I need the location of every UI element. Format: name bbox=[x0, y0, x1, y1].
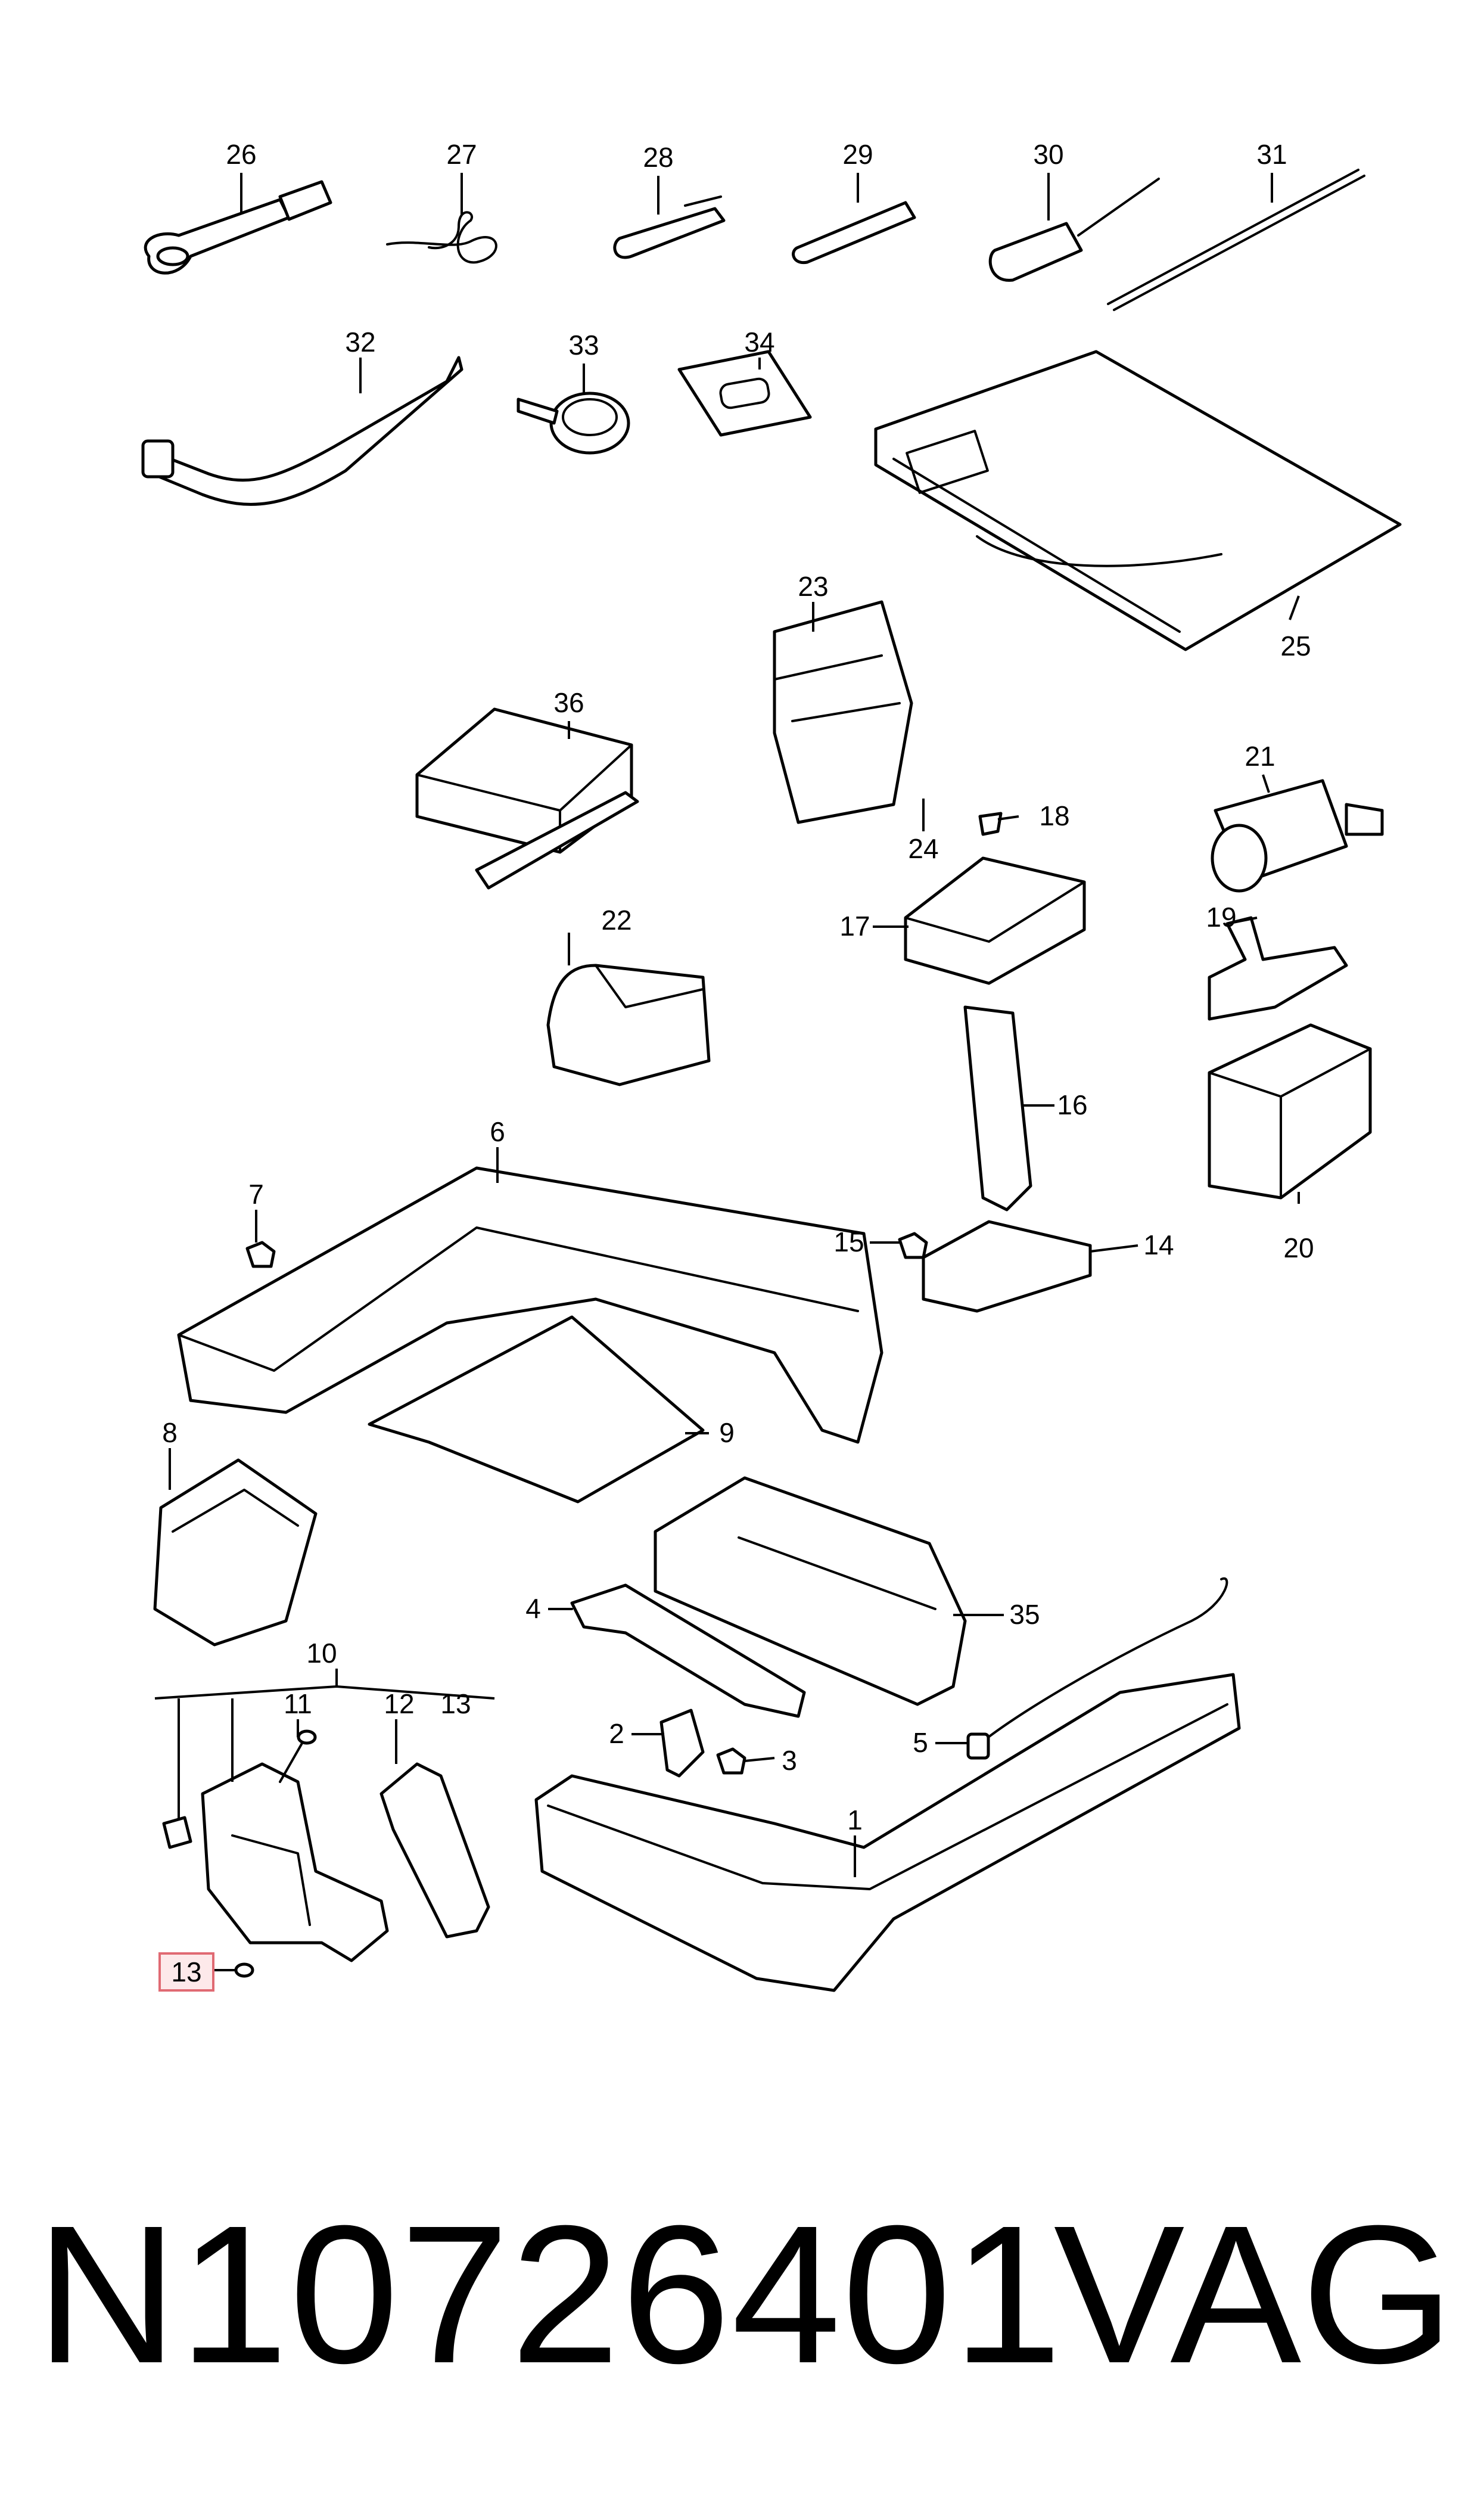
part-32-crank bbox=[141, 356, 463, 506]
part-18-clip bbox=[978, 812, 1003, 836]
highlighted-callout-box bbox=[158, 1952, 214, 1992]
callout-13-highlighted: 13 bbox=[171, 1956, 201, 1987]
callout-16: 16 bbox=[1057, 1089, 1087, 1120]
callout-30: 30 bbox=[1033, 139, 1063, 170]
callout-28: 28 bbox=[643, 142, 673, 173]
part-28-hook bbox=[613, 195, 726, 259]
part-15-nut bbox=[898, 1232, 928, 1259]
part-22-cover bbox=[546, 964, 711, 1086]
callout-5: 5 bbox=[913, 1727, 928, 1758]
callout-17: 17 bbox=[839, 911, 870, 942]
callout-24: 24 bbox=[908, 833, 938, 864]
part-1-tray bbox=[534, 1673, 1241, 1992]
brand-label: VAG bbox=[1053, 2184, 1454, 2404]
part-5-rod bbox=[966, 1577, 1228, 1760]
callout-35: 35 bbox=[1009, 1599, 1040, 1630]
callout-18: 18 bbox=[1039, 800, 1069, 831]
callout-7: 7 bbox=[248, 1179, 264, 1210]
callout-22: 22 bbox=[601, 905, 631, 936]
part-8-box bbox=[153, 1458, 318, 1647]
callout-15: 15 bbox=[833, 1226, 864, 1257]
part-19-bracket bbox=[1208, 916, 1348, 1021]
callout-labels: 26 27 28 29 30 31 32 33 34 23 25 36 24 1… bbox=[162, 139, 1314, 1987]
footer: N10726401 VAG bbox=[0, 2169, 1484, 2419]
part-7-nut bbox=[245, 1241, 276, 1268]
part-20-battery bbox=[1208, 1023, 1372, 1200]
part-25-tool-bag bbox=[874, 350, 1402, 651]
callout-2: 2 bbox=[609, 1718, 624, 1749]
callout-10: 10 bbox=[306, 1638, 337, 1669]
callout-8: 8 bbox=[162, 1417, 178, 1448]
part-17-tray bbox=[904, 856, 1086, 985]
callout-27: 27 bbox=[446, 139, 477, 170]
part-13-clip bbox=[162, 1816, 254, 1978]
callout-9: 9 bbox=[719, 1417, 735, 1448]
part-23-holder bbox=[773, 600, 913, 824]
callout-1: 1 bbox=[847, 1804, 863, 1835]
part-9-cover bbox=[368, 1315, 705, 1504]
part-35-bag bbox=[654, 1476, 967, 1706]
part-2-bracket bbox=[659, 1709, 705, 1778]
callout-6: 6 bbox=[490, 1116, 505, 1147]
part-6-trim-frame bbox=[177, 1166, 883, 1444]
part-16-strap bbox=[963, 1005, 1032, 1212]
callout-13-top: 13 bbox=[440, 1688, 471, 1719]
callout-29: 29 bbox=[842, 139, 873, 170]
part-3-nut bbox=[716, 1747, 746, 1775]
part-11-bolt bbox=[279, 1729, 317, 1783]
callout-11: 11 bbox=[284, 1688, 312, 1719]
callout-26: 26 bbox=[226, 139, 256, 170]
part-30-screwdriver bbox=[988, 178, 1160, 282]
callout-20: 20 bbox=[1283, 1232, 1314, 1263]
callout-25: 25 bbox=[1280, 630, 1311, 661]
part-26-towing-eye bbox=[144, 180, 332, 275]
callout-32: 32 bbox=[345, 327, 375, 358]
callout-12: 12 bbox=[384, 1688, 414, 1719]
exploded-parts-diagram: 26 27 28 29 30 31 32 33 34 23 25 36 24 1… bbox=[141, 139, 1402, 1992]
callout-21: 21 bbox=[1245, 741, 1275, 772]
part-10-jack-holder bbox=[201, 1762, 389, 1962]
callout-4: 4 bbox=[525, 1593, 541, 1624]
callout-23: 23 bbox=[798, 571, 828, 602]
callout-33: 33 bbox=[568, 330, 599, 361]
callout-34: 34 bbox=[744, 327, 774, 358]
part-number: N10726401 bbox=[36, 2184, 1063, 2404]
part-12-cover bbox=[379, 1762, 490, 1939]
part-29-sleeve bbox=[792, 201, 916, 265]
part-21-compressor bbox=[1211, 779, 1384, 893]
callout-14: 14 bbox=[1143, 1229, 1174, 1260]
leader-lines bbox=[154, 173, 1300, 1971]
part-31-rod bbox=[1107, 169, 1365, 311]
callout-31: 31 bbox=[1256, 139, 1287, 170]
part-36-first-aid-kit bbox=[415, 707, 639, 890]
part-34-label bbox=[677, 350, 812, 437]
callout-19: 19 bbox=[1206, 902, 1236, 933]
part-27-clip bbox=[386, 211, 497, 264]
part-33-pressure-gauge bbox=[517, 392, 630, 455]
callout-3: 3 bbox=[782, 1745, 797, 1776]
part-14-bracket bbox=[922, 1220, 1092, 1313]
callout-36: 36 bbox=[553, 687, 584, 718]
